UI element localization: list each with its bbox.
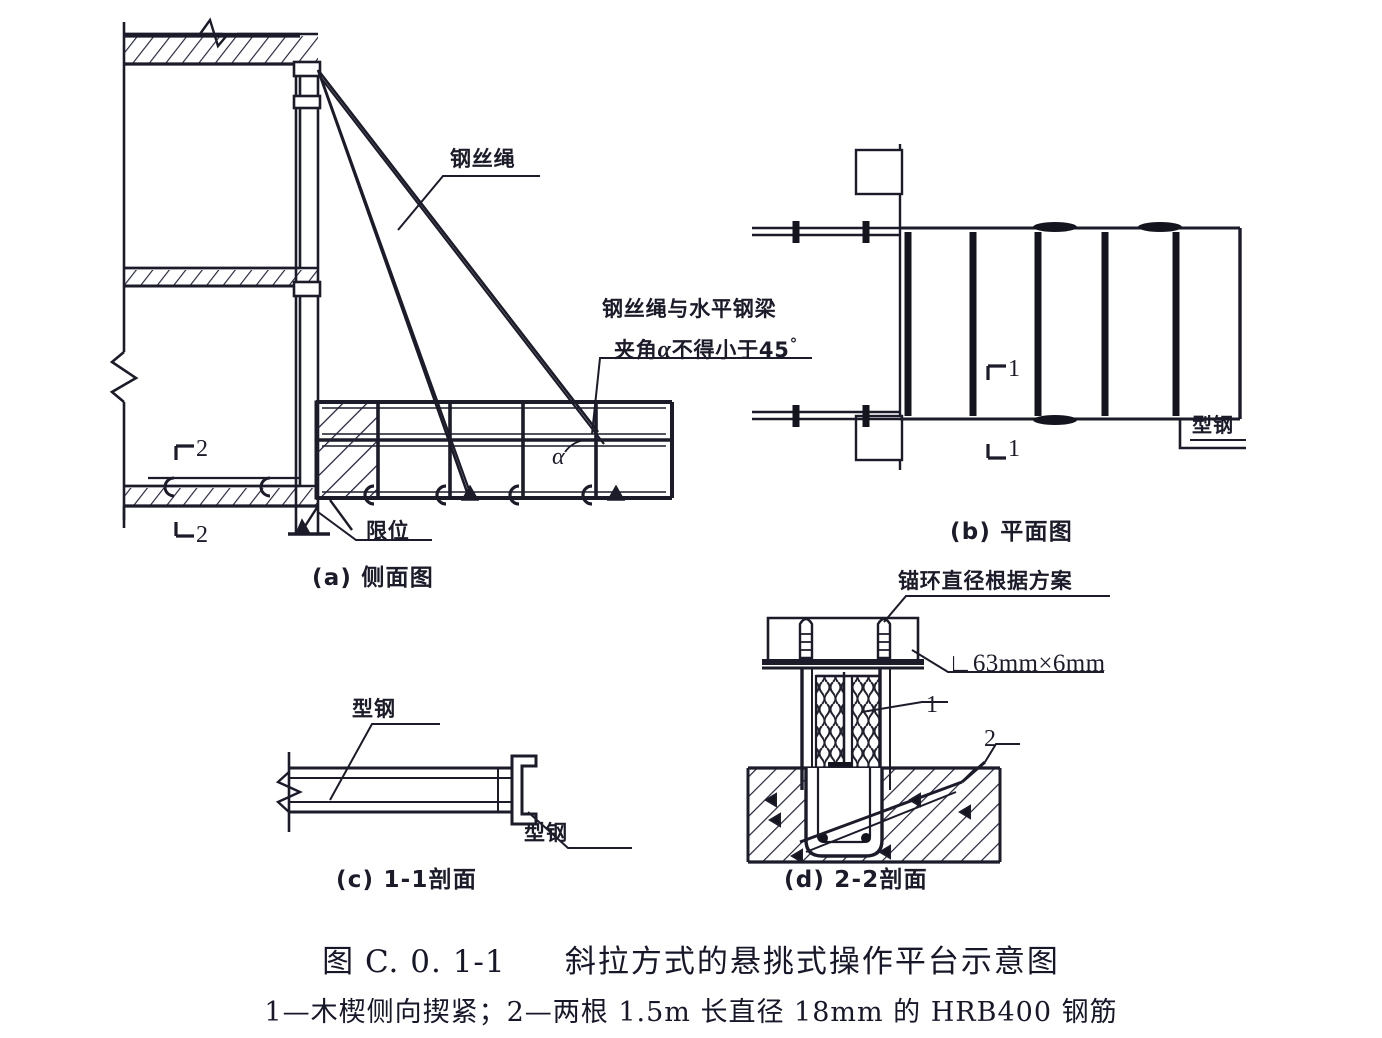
anchor-ring-note: 锚环直径根据方案 [898,569,1073,593]
figure-number: 图 C. 0. 1-1 [322,944,506,980]
degree-sign: ° [789,335,799,353]
angle-steel-size: 63mm×6mm [972,650,1106,677]
wire-rope-line-1 [316,69,600,433]
subfigure-d-section-2-2 [746,616,1002,864]
subfigure-c-caption: (c) 1-1剖面 [336,867,478,893]
section-steel-label-c-bottom: 型钢 [524,821,568,845]
angle-note-prefix: 夹角 [614,338,658,362]
callout-number-rebar: 2 [984,726,997,752]
figure-title: 斜拉方式的悬挑式操作平台示意图 [564,944,1060,980]
angle-note-line1: 钢丝绳与水平钢梁 [602,297,777,321]
section-steel-label-plan: 型钢 [1192,413,1234,437]
angle-note-suffix: 不得小于45 [671,338,790,362]
section-cut-marks [174,364,1006,538]
anchor-nuts [798,617,892,660]
subfigure-d-caption: (d) 2-2剖面 [784,867,928,893]
platform-clamps [363,484,593,506]
figure-legend: 1—木楔侧向揳紧；2—两根 1.5m 长直径 18mm 的 HRB400 钢筋 [264,997,1118,1028]
subfigure-a-caption: (a) 侧面图 [312,565,434,591]
subfigure-b-caption: (b) 平面图 [950,519,1073,545]
angle-note-line2: 夹角α不得小于45° [614,336,798,364]
section-mark-a-bottom: 2 [196,522,209,548]
subfigure-b-plan-view [752,144,1246,470]
section-mark-b-top: 1 [1008,356,1021,382]
subfigure-a-side-view [109,17,674,536]
subfigure-c-section-1-1 [275,752,538,832]
section-mark-b-bottom: 1 [1008,436,1021,462]
section-steel-label-c-top: 型钢 [352,697,396,721]
angle-symbol-inline: α [657,337,672,363]
limit-stop-label: 限位 [366,519,410,543]
callout-number-wedge: 1 [926,692,939,718]
alpha-angle-mark: α [552,444,566,470]
angle-steel-symbol: ∟ [948,650,973,677]
figure-main-caption: 图 C. 0. 1-1 斜拉方式的悬挑式操作平台示意图 [0,936,1382,981]
plan-beams [904,232,1180,416]
wire-rope-label: 钢丝绳 [450,147,516,171]
leader-lines [317,175,1246,849]
section-mark-a-top: 2 [196,436,209,462]
angle-steel-dimension: ∟63mm×6mm [948,650,1105,678]
